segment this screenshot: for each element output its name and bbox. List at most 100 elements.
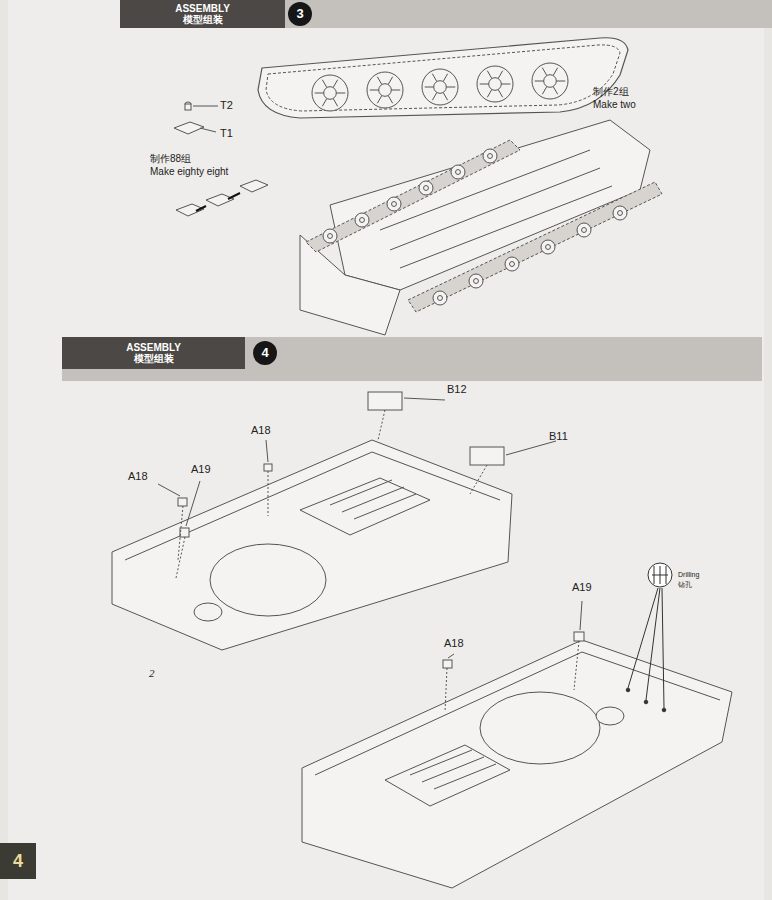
wheel-spoke [315,93,324,94]
road-wheel [355,213,369,227]
quantity-note: Make two [593,99,636,111]
wheel-spoke [480,84,489,85]
wheel-spoke [322,98,327,106]
wheel-rim [419,181,433,195]
wheel-hub [328,234,333,239]
wheel-hub [474,279,479,284]
wheel-spoke [446,87,455,88]
drill-hole [644,700,648,704]
handwritten-mark: 2 [149,667,155,680]
part-t2 [185,104,191,110]
header-band [120,0,772,28]
drilling-note: 钻孔 [678,581,692,589]
wheel-rim [577,223,591,237]
wheel-rim [541,240,555,254]
road-wheel [451,165,465,179]
drill-hole [662,708,666,712]
leader-line [448,654,454,658]
wheel-spoke [556,81,565,82]
part-a18 [178,498,187,506]
road-wheel [541,240,555,254]
road-wheels [312,63,627,305]
wheel-spoke [336,93,345,94]
wheel-hub [618,211,623,216]
drill-hole [626,688,630,692]
hull-panel-line [380,150,612,268]
hull-with-tracks [300,120,662,335]
wheel-hub [582,228,587,233]
step-number: 3 [288,2,312,26]
leader-line [186,481,200,526]
turret-ring [480,692,600,764]
leader-line [266,440,268,462]
part-t1 [174,122,204,134]
join-arrow [196,206,206,211]
road-wheel [577,223,591,237]
leader-line [506,441,556,455]
leader-line [378,410,385,440]
wheel-spoke [487,89,492,97]
wheel-spoke [542,68,547,76]
wheel-rim [355,213,369,227]
step-title: 4 [261,346,268,361]
hull-edge [125,452,500,560]
part-number: A19 [191,463,211,476]
part-b11 [470,447,504,465]
track-run [306,140,520,252]
wheel-rim [367,72,403,108]
wheel-spoke [487,71,492,79]
part-number: B11 [549,430,568,443]
part-a19 [180,528,189,537]
wheel-spoke [498,71,503,79]
page-number: 4 [0,843,36,879]
leader-line [580,601,582,630]
road-wheel [483,149,497,163]
wheel-hub [434,81,447,94]
paper-sheet [8,0,764,900]
wheel-hub [546,245,551,250]
road-wheel [422,69,458,105]
wheel-spoke [388,77,393,85]
road-wheel [419,181,433,195]
track-link-parts [174,102,218,134]
wheel-spoke [370,90,379,91]
part-a18 [443,660,452,668]
leader-line [404,398,445,400]
part-number: A18 [251,424,271,437]
wheel-spoke [432,92,437,100]
wheel-hub [424,186,429,191]
wheel-hub [510,262,515,267]
wheel-hub [379,84,392,97]
join-arrow [228,193,240,199]
wheel-spoke [443,74,448,82]
wheel-hub [489,78,502,91]
leader-line [193,106,218,107]
track-side-view [258,38,628,118]
wheel-spoke [443,92,448,100]
leader-line [176,537,185,578]
drilling-symbol [626,563,672,712]
track-link [240,180,268,192]
wheel-spoke [377,77,382,85]
quantity-note: 制作2组 [593,86,629,98]
step-title: ASSEMBLY [175,3,230,15]
wheel-rim [422,69,458,105]
leader-line [470,465,487,494]
part-number: B12 [447,383,467,396]
hull-edge [315,652,720,775]
grille-line [410,750,496,789]
road-wheel [387,197,401,211]
track-links [266,45,620,111]
leader-line [662,588,664,708]
wheel-hub [488,154,493,159]
track-run [408,182,662,312]
hatch [194,603,222,621]
road-wheel [312,75,348,111]
wheel-spoke [333,98,338,106]
wheel-spoke [501,84,510,85]
wheel-rim [477,66,513,102]
wheel-spoke [535,81,544,82]
wheel-hub [360,218,365,223]
leader-line [158,484,180,496]
